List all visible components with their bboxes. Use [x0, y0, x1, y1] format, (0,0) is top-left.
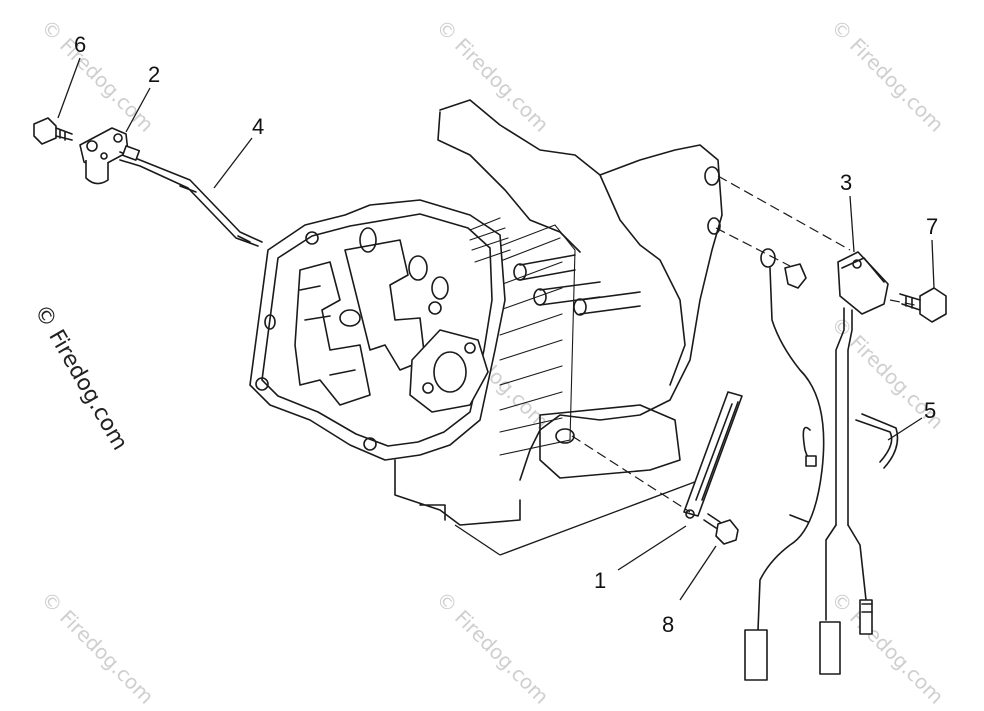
exhaust-port [433, 351, 467, 393]
callout-4: 4 [252, 114, 264, 139]
exhaust-flange-hole-2 [464, 342, 476, 354]
exhaust-port-flange [409, 329, 489, 413]
coil-stud [784, 263, 807, 289]
crankcase-foot [539, 404, 681, 479]
engine-assembly [249, 99, 723, 556]
callout-6: 6 [74, 32, 86, 57]
callout-2: 2 [148, 62, 160, 87]
alignment-lines [571, 175, 916, 513]
callout-7: 7 [926, 214, 938, 239]
callout-5: 5 [924, 398, 936, 423]
head-hole-1 [255, 377, 269, 391]
crankcase-outline [439, 99, 723, 481]
leader-5 [887, 417, 923, 441]
watermark-top-left: © Firedog.com [36, 15, 158, 137]
crankcase-boss-lower [707, 217, 721, 235]
part-4-lead-rod [119, 145, 263, 247]
crankcase-face [599, 174, 686, 386]
part-6-bolt [33, 117, 73, 145]
leader-6 [57, 57, 81, 119]
mount-hole-right [555, 428, 575, 444]
part-8-bolt [703, 513, 739, 545]
leader-3 [849, 195, 855, 253]
head-hole-4 [363, 437, 377, 451]
leader-1 [617, 525, 687, 571]
callout-leaders [57, 57, 935, 601]
leader-8 [679, 545, 717, 601]
part-3-ignition-coil [819, 251, 889, 675]
cylinder-head-gasket-edge [261, 213, 493, 447]
head-bolts [513, 254, 641, 316]
watermark-bottom-center: © Firedog.com [431, 587, 553, 709]
callout-8: 8 [662, 612, 674, 637]
head-hole-2 [305, 231, 319, 245]
strap-hole [685, 509, 695, 519]
exhaust-flange-hole-1 [422, 382, 434, 394]
part-1-strap [683, 391, 743, 519]
part-5-wire-clip [855, 413, 899, 469]
cylinder-head-plate [249, 199, 506, 461]
leader-7 [931, 239, 935, 289]
part-7-bolt [899, 287, 947, 323]
base-leader [499, 479, 701, 556]
part-2-pulser-sensor [79, 127, 129, 185]
base-plate [394, 459, 521, 526]
callout-1: 1 [594, 568, 606, 593]
ground-wire [744, 248, 825, 681]
callout-3: 3 [840, 170, 852, 195]
watermark-top-right: © Firedog.com [826, 15, 948, 137]
crankcase-boss-upper [704, 166, 720, 186]
head-fins [469, 217, 511, 263]
callout-labels: 6 2 4 3 7 5 1 8 [74, 32, 938, 637]
watermark-bottom-left: © Firedog.com [36, 587, 158, 709]
watermark-side-label: © Firedog.com [29, 301, 132, 455]
valve-chamber [264, 227, 449, 406]
cylinder-fins [489, 224, 576, 456]
watermark-bottom-right: © Firedog.com [826, 587, 948, 709]
leader-4 [213, 137, 253, 189]
leader-2 [125, 87, 151, 133]
head-hole-3 [428, 301, 442, 315]
